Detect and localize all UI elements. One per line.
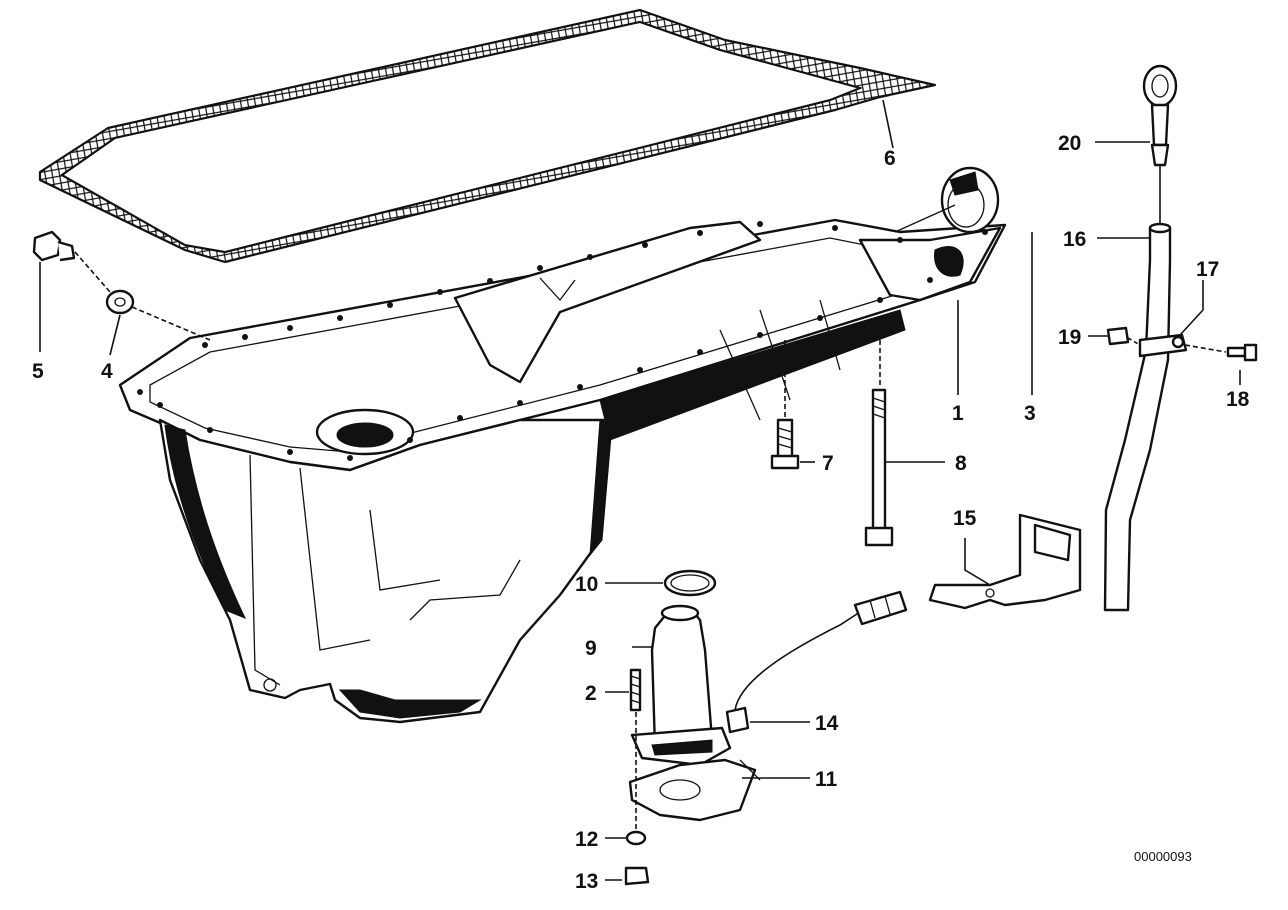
oil-pickup-pipe xyxy=(630,604,732,767)
washer-12 xyxy=(625,830,647,846)
dipstick xyxy=(1142,64,1178,225)
oil-pan xyxy=(118,218,1007,724)
o-ring xyxy=(663,569,717,597)
callout-16: 16 xyxy=(1063,228,1086,251)
drain-plug xyxy=(32,230,76,262)
bracket xyxy=(928,513,1082,610)
long-bolt xyxy=(864,388,894,547)
callout-labels: 1 2 3 4 5 6 7 8 9 10 11 12 13 14 15 16 1… xyxy=(32,132,1250,893)
callout-12: 12 xyxy=(575,828,598,851)
clamp-bolt-18 xyxy=(1226,343,1258,362)
seal-plug xyxy=(894,166,1000,234)
oil-pan-gasket xyxy=(38,8,937,264)
flange-holes xyxy=(137,221,988,461)
tube-clamp xyxy=(1138,333,1188,358)
callout-1: 1 xyxy=(952,402,964,425)
callout-13: 13 xyxy=(575,870,598,893)
callout-8: 8 xyxy=(955,452,967,475)
hex-nut-13 xyxy=(624,866,650,886)
callout-2: 2 xyxy=(585,682,597,705)
oil-level-sensor xyxy=(725,590,908,734)
diagram-reference-number: 00000093 xyxy=(1134,849,1192,864)
stud xyxy=(629,668,642,712)
callout-7: 7 xyxy=(822,452,834,475)
oil-strainer xyxy=(628,758,761,822)
sealing-washer xyxy=(105,289,135,315)
callout-9: 9 xyxy=(585,637,597,660)
leader-lines xyxy=(39,99,1241,881)
callout-3: 3 xyxy=(1024,402,1036,425)
callout-17: 17 xyxy=(1196,258,1219,281)
callout-11: 11 xyxy=(815,768,838,791)
clamp-nut-19 xyxy=(1106,326,1130,346)
callout-5: 5 xyxy=(32,360,44,383)
callout-15: 15 xyxy=(953,507,977,530)
callout-10: 10 xyxy=(575,573,598,596)
callout-19: 19 xyxy=(1058,326,1081,349)
dipstick-tube xyxy=(1103,222,1172,612)
callout-14: 14 xyxy=(815,712,839,735)
callout-18: 18 xyxy=(1226,388,1250,411)
hex-bolt xyxy=(770,418,800,470)
callout-4: 4 xyxy=(101,360,113,383)
callout-20: 20 xyxy=(1058,132,1081,155)
callout-6: 6 xyxy=(884,147,896,170)
